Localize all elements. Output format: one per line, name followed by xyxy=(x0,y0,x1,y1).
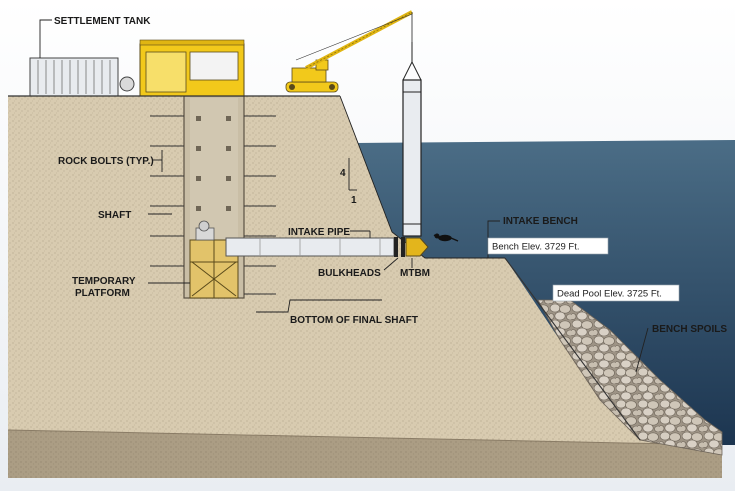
settlement-tank xyxy=(29,57,135,97)
mtbm-label: MTBM xyxy=(400,268,430,279)
rock-bolts-left xyxy=(150,115,184,267)
crawler-crane xyxy=(285,10,413,93)
rock-bolts-label: ROCK BOLTS (TYP.) xyxy=(58,156,154,167)
temporary-platform-label-2: PLATFORM xyxy=(75,288,130,299)
slope-run-label: 1 xyxy=(351,195,357,206)
temporary-platform xyxy=(189,220,239,299)
dead-pool-elevation-label: Dead Pool Elev. 3725 Ft. xyxy=(557,289,662,300)
bench-spoils-label: BENCH SPOILS xyxy=(652,324,727,335)
slope-rise-label: 4 xyxy=(340,168,346,179)
shaft-label: SHAFT xyxy=(98,210,131,221)
intake-pipe-label: INTAKE PIPE xyxy=(288,227,350,238)
casing-column xyxy=(402,42,422,237)
plant-building xyxy=(139,39,245,97)
intake-pipe xyxy=(225,237,395,257)
bulkheads xyxy=(394,237,405,257)
intake-bench-label: INTAKE BENCH xyxy=(503,216,578,227)
bulkheads-label: BULKHEADS xyxy=(318,268,381,279)
settlement-tank-label: SETTLEMENT TANK xyxy=(54,16,151,27)
bottom-of-final-shaft-label: BOTTOM OF FINAL SHAFT xyxy=(290,315,418,326)
bench-elevation-label: Bench Elev. 3729 Ft. xyxy=(492,242,580,253)
bench-spoils xyxy=(537,299,723,456)
bedrock-layer xyxy=(8,430,722,478)
rock-bolts-right xyxy=(244,115,276,295)
dead-pool-elevation-box xyxy=(552,284,680,302)
mtbm-machine xyxy=(405,237,429,257)
shaft-bolt-heads xyxy=(196,116,231,211)
temporary-platform-label-1: TEMPORARY xyxy=(72,276,136,287)
bench-elevation-box xyxy=(487,237,609,255)
diver-icon xyxy=(433,233,459,242)
